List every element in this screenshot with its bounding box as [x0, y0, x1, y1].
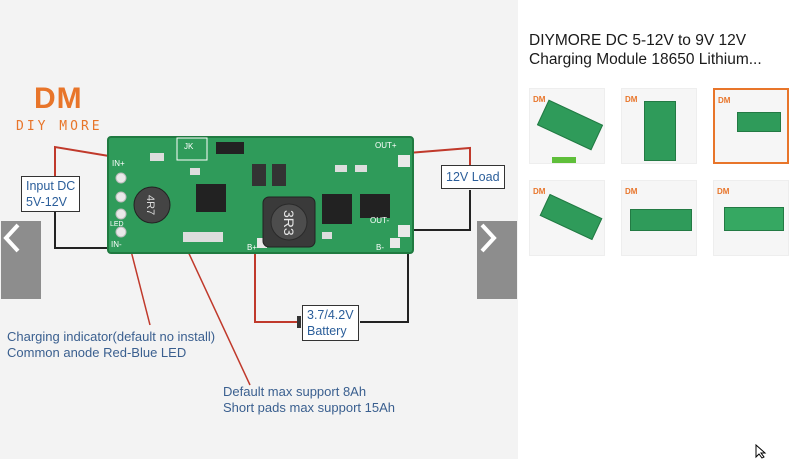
input-dc-line1: Input DC [26, 179, 76, 193]
max-support-note: Default max support 8Ah Short pads max s… [223, 384, 395, 416]
thumbnail-brand: DM [533, 187, 546, 196]
battery-line1: 3.7/4.2V [307, 308, 354, 322]
price-badge [552, 157, 576, 163]
inductor-small [133, 186, 171, 224]
inductor-large-label: 3R3 [281, 210, 297, 236]
wire-battery-plus [254, 246, 300, 323]
thumbnail-brand: DM [625, 187, 638, 196]
thumbnail-1[interactable]: DM [529, 88, 605, 164]
wire-out-minus [408, 190, 471, 231]
brand-logo: DM DIY MORE [16, 82, 136, 134]
thumbnail-3[interactable]: DM [713, 88, 789, 164]
resistor-block [183, 232, 223, 242]
thumbnail-2[interactable]: DM [621, 88, 697, 164]
cap-2 [272, 164, 286, 186]
wire-battery-minus [360, 250, 409, 323]
pointer-pads [184, 244, 251, 386]
thumbnail-4[interactable]: DM [529, 180, 605, 256]
wire-input-minus [54, 210, 115, 249]
ic-2 [322, 194, 352, 224]
brand-name: DIY MORE [16, 119, 103, 134]
cap-1 [252, 164, 266, 186]
wire-input-plus [54, 145, 116, 180]
thumbnail-6[interactable]: DM [713, 180, 789, 256]
silk-in-plus: IN+ [112, 159, 125, 168]
silk-in-minus: IN- [111, 240, 122, 249]
diode [216, 142, 244, 154]
max-note-line2: Short pads max support 15Ah [223, 400, 395, 415]
inductor-small-label: 4R7 [144, 195, 156, 215]
charging-note-line1: Charging indicator(default no install) [7, 329, 216, 344]
thumbnail-brand: DM [718, 96, 731, 105]
product-title-line2: Charging Module 18650 Lithium... [529, 51, 762, 68]
thumbnail-brand: DM [533, 95, 546, 104]
battery-terminal [297, 316, 301, 328]
load-label: 12V Load [441, 165, 505, 189]
thumbnail-brand: DM [717, 187, 730, 196]
battery-line2: Battery [307, 324, 347, 338]
pad-b-plus [257, 238, 267, 248]
brand-mark: DM [34, 82, 83, 115]
pad-out-minus [398, 225, 410, 237]
chip-jk [176, 137, 208, 161]
pad-in-minus [115, 226, 127, 238]
charging-note-line2: Common anode Red-Blue LED [7, 345, 187, 360]
thumbnail-brand: DM [625, 95, 638, 104]
product-title[interactable]: DIYMORE DC 5-12V to 9V 12V Charging Modu… [529, 31, 797, 69]
chevron-left-icon [3, 223, 20, 253]
previous-image-button[interactable] [1, 221, 41, 299]
chevron-right-icon [480, 223, 497, 253]
product-image-viewer: 4R7 3R3 JK IN+ LED IN- OUT+ OUT- B+ B- D… [0, 0, 518, 459]
battery-label: 3.7/4.2V Battery [302, 305, 359, 341]
max-note-line1: Default max support 8Ah [223, 384, 367, 399]
input-dc-label: Input DC 5V-12V [21, 176, 81, 212]
pad-led-1 [115, 191, 127, 203]
product-title-line1: DIYMORE DC 5-12V to 9V 12V [529, 32, 747, 49]
ic-3 [360, 194, 390, 218]
pad-in-plus [115, 172, 127, 184]
silk-jk: JK [184, 142, 194, 151]
pad-out-plus [398, 155, 410, 167]
silk-led: LED [110, 221, 124, 228]
pad-b-minus [390, 238, 400, 248]
silk-out-minus: OUT- [370, 216, 389, 225]
silk-b-plus: B+ [247, 243, 257, 252]
thumbnail-5[interactable]: DM [621, 180, 697, 256]
load-text: 12V Load [446, 170, 500, 184]
ic-1 [196, 184, 226, 212]
pad-led-2 [115, 208, 127, 220]
silk-out-plus: OUT+ [375, 141, 397, 150]
mouse-cursor-icon [755, 444, 767, 459]
input-dc-line2: 5V-12V [26, 195, 68, 209]
silk-b-minus: B- [376, 243, 384, 252]
pcb-diagram: 4R7 3R3 JK IN+ LED IN- OUT+ OUT- B+ B- [54, 136, 471, 386]
next-image-button[interactable] [477, 221, 517, 299]
charging-indicator-note: Charging indicator(default no install) C… [7, 329, 215, 361]
